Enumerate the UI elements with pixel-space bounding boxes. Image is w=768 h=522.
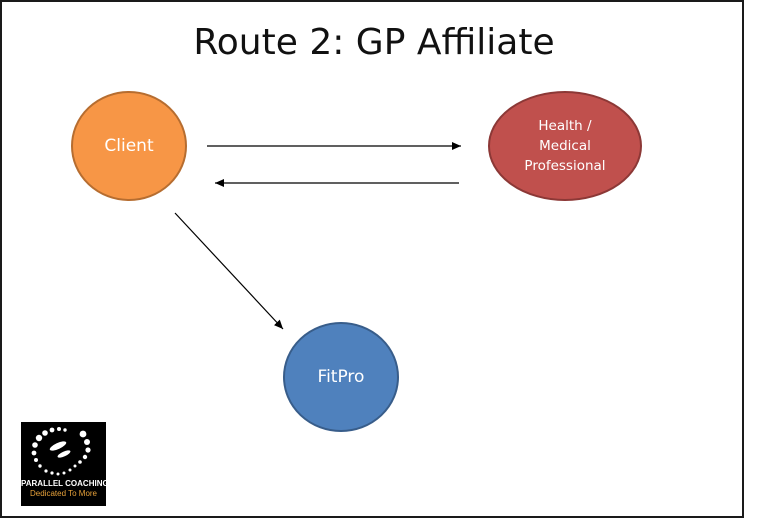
fitpro-node	[283, 322, 399, 432]
health-medical-professional-node	[488, 91, 642, 201]
logo-brand: PARALLEL COACHING	[21, 479, 109, 488]
client-node	[71, 91, 187, 201]
slide: Route 2: GP Affiliate Client Health / Me…	[0, 0, 744, 518]
parallel-coaching-mark-icon	[31, 427, 91, 476]
parallel-coaching-logo: PARALLEL COACHING Dedicated To More	[21, 422, 109, 506]
edge-client-to-fitpro	[174, 212, 284, 330]
logo-tagline: Dedicated To More	[30, 489, 97, 498]
diagram-canvas	[71, 91, 642, 432]
slide-title: Route 2: GP Affiliate	[193, 22, 555, 63]
